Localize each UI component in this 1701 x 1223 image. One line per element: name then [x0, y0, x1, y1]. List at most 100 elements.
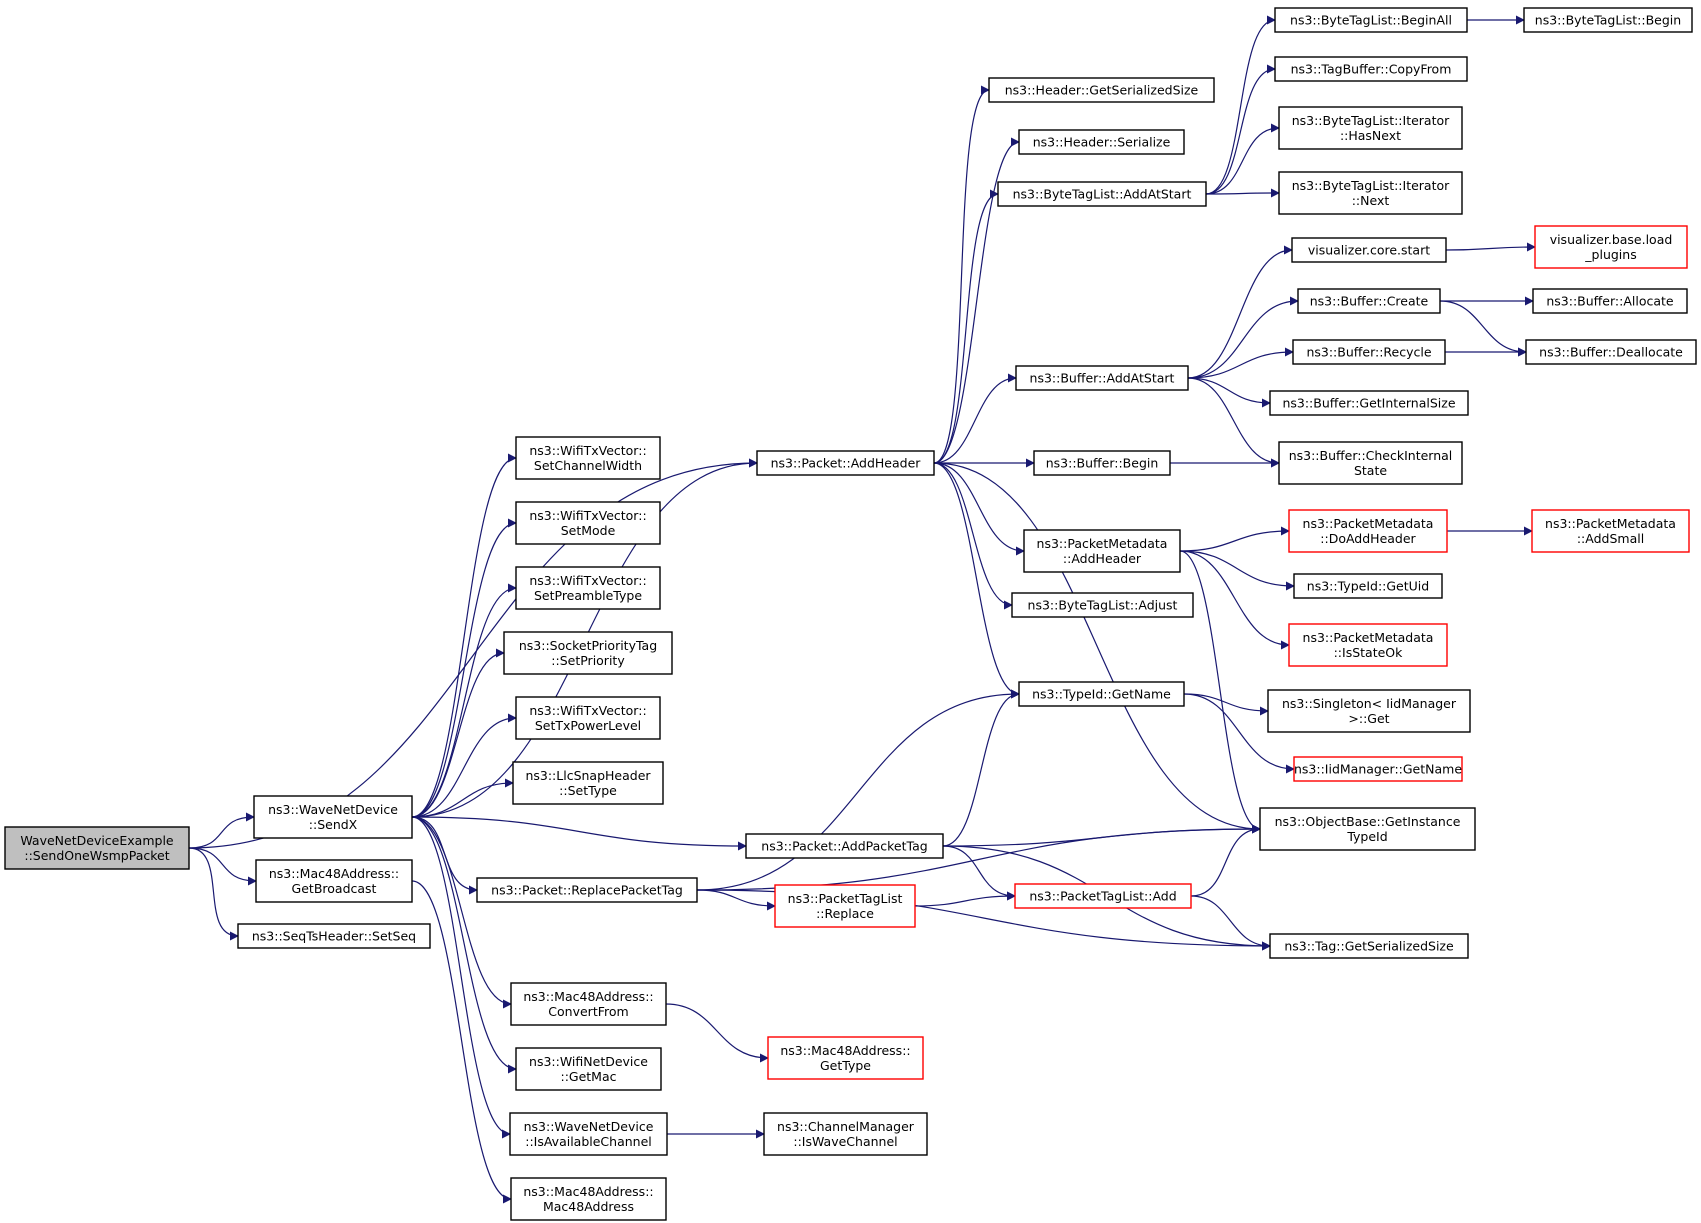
node-label: ns3::PacketMetadata — [1037, 536, 1168, 551]
graph-node-btladdatstart[interactable]: ns3::ByteTagList::AddAtStart — [997, 181, 1207, 207]
node-label: SetTxPowerLevel — [535, 718, 641, 733]
node-box — [1534, 225, 1688, 269]
node-box — [476, 877, 698, 903]
graph-node-addpackettag[interactable]: ns3::Packet::AddPacketTag — [745, 833, 944, 859]
node-box — [1274, 7, 1468, 33]
edge-bufaddatstart-to-bufrecycle — [1187, 347, 1294, 379]
node-box — [1293, 573, 1443, 599]
node-box — [515, 501, 661, 545]
graph-node-llcsettype[interactable]: ns3::LlcSnapHeader::SetType — [512, 761, 664, 805]
node-box — [1523, 7, 1693, 33]
graph-node-replacetag[interactable]: ns3::Packet::ReplacePacketTag — [476, 877, 698, 903]
graph-node-convertfrom[interactable]: ns3::Mac48Address::ConvertFrom — [510, 982, 667, 1026]
edge-pmaddheader-to-tidgetuid — [1179, 550, 1295, 591]
node-box — [774, 884, 916, 928]
graph-node-addheader[interactable]: ns3::Packet::AddHeader — [756, 450, 935, 476]
edge-tidgetname-to-iidgetname — [1183, 693, 1295, 774]
node-label: TypeId — [1346, 829, 1387, 844]
graph-node-setpreamble[interactable]: ns3::WifiTxVector::SetPreambleType — [515, 566, 661, 610]
graph-node-itnext[interactable]: ns3::ByteTagList::Iterator::Next — [1278, 171, 1463, 215]
graph-node-singletonget[interactable]: ns3::Singleton< IidManager>::Get — [1267, 689, 1471, 733]
edge-sendx-to-llcsettype — [411, 778, 514, 818]
node-label: Mac48Address — [543, 1199, 634, 1214]
graph-node-pmaddsmall[interactable]: ns3::PacketMetadata::AddSmall — [1531, 509, 1690, 553]
graph-node-getbroadcast[interactable]: ns3::Mac48Address::GetBroadcast — [255, 859, 413, 903]
node-label: visualizer.base.load — [1550, 232, 1673, 247]
graph-node-itnhasnext[interactable]: ns3::ByteTagList::Iterator::HasNext — [1278, 106, 1463, 150]
graph-node-tidgetuid[interactable]: ns3::TypeId::GetUid — [1293, 573, 1443, 599]
graph-node-hdrser[interactable]: ns3::Header::Serialize — [1018, 129, 1185, 155]
edge-path — [188, 812, 255, 849]
edge-path — [1205, 64, 1276, 195]
node-layer: WaveNetDeviceExample::SendOneWsmpPacketn… — [4, 7, 1697, 1221]
edge-path — [411, 816, 511, 1139]
graph-node-mac48ctor[interactable]: ns3::Mac48Address::Mac48Address — [510, 1177, 667, 1221]
node-label: SetPreambleType — [534, 588, 642, 603]
graph-node-bufallocate[interactable]: ns3::Buffer::Allocate — [1532, 288, 1688, 314]
node-label: ns3::LlcSnapHeader — [525, 768, 651, 783]
node-label: ns3::SocketPriorityTag — [519, 638, 657, 653]
graph-node-iidgetname[interactable]: ns3::IidManager::GetName — [1293, 756, 1463, 782]
edge-addheader-to-tidgetname — [933, 462, 1020, 699]
graph-node-pmdoadd[interactable]: ns3::PacketMetadata::DoAddHeader — [1288, 509, 1448, 553]
node-label: State — [1354, 463, 1387, 478]
graph-node-bufdeallocate[interactable]: ns3::Buffer::Deallocate — [1525, 339, 1697, 365]
graph-node-getmac[interactable]: ns3::WifiNetDevice::GetMac — [515, 1047, 662, 1091]
graph-node-root[interactable]: WaveNetDeviceExample::SendOneWsmpPacket — [4, 826, 190, 870]
graph-node-bufgetinternal[interactable]: ns3::Buffer::GetInternalSize — [1269, 390, 1469, 416]
graph-node-ptlreplace[interactable]: ns3::PacketTagList::Replace — [774, 884, 916, 928]
edge-path — [1445, 242, 1536, 252]
graph-node-iswave[interactable]: ns3::ChannelManager::IsWaveChannel — [763, 1112, 928, 1156]
edge-path — [933, 462, 1013, 610]
graph-node-btladjust[interactable]: ns3::ByteTagList::Adjust — [1011, 592, 1194, 618]
node-label: ns3::TagBuffer::CopyFrom — [1291, 62, 1452, 77]
node-label: ns3::ByteTagList::Adjust — [1028, 598, 1178, 613]
graph-node-pmisstateok[interactable]: ns3::PacketMetadata::IsStateOk — [1288, 623, 1448, 667]
graph-node-tidgetname[interactable]: ns3::TypeId::GetName — [1018, 681, 1185, 707]
graph-node-isavail[interactable]: ns3::WaveNetDevice::IsAvailableChannel — [509, 1112, 668, 1156]
node-label: ns3::WifiTxVector:: — [529, 573, 646, 588]
graph-node-btlbeginall[interactable]: ns3::ByteTagList::BeginAll — [1274, 7, 1468, 33]
graph-node-vizstart[interactable]: visualizer.core.start — [1291, 237, 1447, 263]
edge-path — [1187, 245, 1293, 379]
node-label: ns3::IidManager::GetName — [1294, 762, 1462, 777]
node-label: ns3::Buffer::Recycle — [1306, 345, 1431, 360]
node-box — [253, 795, 413, 839]
graph-node-pmaddheader[interactable]: ns3::PacketMetadata::AddHeader — [1023, 529, 1181, 573]
graph-node-settxpower[interactable]: ns3::WifiTxVector::SetTxPowerLevel — [515, 696, 661, 740]
graph-node-hdrsize[interactable]: ns3::Header::GetSerializedSize — [988, 77, 1215, 103]
node-box — [1018, 129, 1185, 155]
node-label: ns3::WaveNetDevice — [268, 802, 398, 817]
graph-node-taggetsize[interactable]: ns3::Tag::GetSerializedSize — [1269, 933, 1469, 959]
graph-node-vizload[interactable]: visualizer.base.load_plugins — [1534, 225, 1688, 269]
node-box — [510, 1177, 667, 1221]
graph-node-btlbegin[interactable]: ns3::ByteTagList::Begin — [1523, 7, 1693, 33]
graph-node-bufrecycle[interactable]: ns3::Buffer::Recycle — [1292, 339, 1446, 365]
graph-node-bufcreate[interactable]: ns3::Buffer::Create — [1297, 288, 1441, 314]
node-label: ns3::Buffer::AddAtStart — [1030, 371, 1175, 386]
node-box — [510, 982, 667, 1026]
edge-path — [1179, 550, 1261, 834]
graph-node-setmode[interactable]: ns3::WifiTxVector::SetMode — [515, 501, 661, 545]
node-label: ns3::Singleton< IidManager — [1282, 696, 1457, 711]
node-box — [1015, 365, 1189, 391]
edge-replacetag-to-tidgetname — [696, 689, 1020, 891]
edge-path — [1187, 296, 1299, 379]
graph-node-tbcopyfrom[interactable]: ns3::TagBuffer::CopyFrom — [1274, 56, 1468, 82]
graph-node-setseq[interactable]: ns3::SeqTsHeader::SetSeq — [237, 923, 431, 949]
graph-node-ptladd[interactable]: ns3::PacketTagList::Add — [1014, 883, 1192, 909]
graph-node-setpriority[interactable]: ns3::SocketPriorityTag::SetPriority — [503, 631, 673, 675]
graph-node-setchw[interactable]: ns3::WifiTxVector::SetChannelWidth — [515, 436, 661, 480]
edge-path — [933, 462, 1025, 556]
edge-layer — [188, 15, 1536, 1204]
graph-node-bufbegin[interactable]: ns3::Buffer::Begin — [1033, 450, 1171, 476]
graph-node-sendx[interactable]: ns3::WaveNetDevice::SendX — [253, 795, 413, 839]
edge-path — [1179, 550, 1290, 650]
node-label: ns3::ByteTagList::Iterator — [1292, 178, 1450, 193]
edge-path — [411, 816, 517, 1074]
graph-node-bufaddatstart[interactable]: ns3::Buffer::AddAtStart — [1015, 365, 1189, 391]
graph-node-mac48gettype[interactable]: ns3::Mac48Address::GetType — [767, 1036, 924, 1080]
